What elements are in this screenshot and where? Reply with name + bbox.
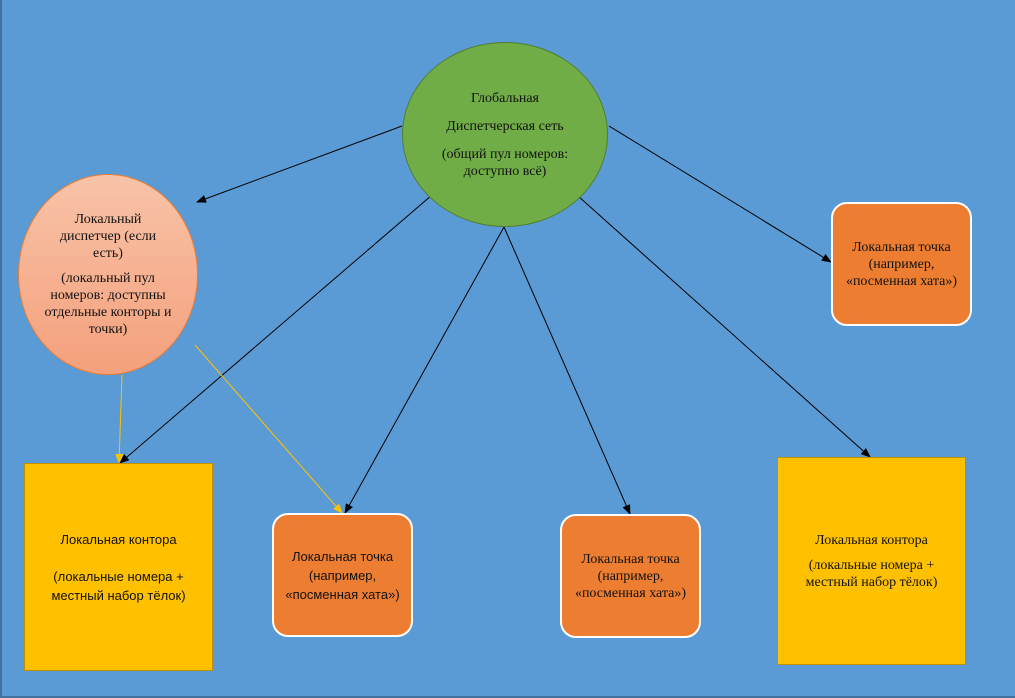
arrow-dispatcher-to-point-mid1 (194, 344, 343, 514)
local-office-node-right[interactable]: Локальная контора (локальные номера + ме… (777, 457, 966, 665)
local-office-node-left[interactable]: Локальная контора (локальные номера + ме… (24, 463, 213, 671)
local-point-node-middle-left[interactable]: Локальная точка (например, «посменная ха… (272, 513, 413, 637)
arrow-global-to-point-mid2 (503, 226, 631, 515)
local-office-title: Локальная контора (815, 532, 928, 548)
local-point-label: Локальная точка (например, «посменная ха… (845, 239, 958, 289)
arrow-dispatcher-to-office-left (115, 374, 124, 464)
local-dispatcher-title: Локальный диспетчер (если есть) (59, 212, 157, 261)
global-node-description: (общий пул номеров: доступно всё) (441, 146, 569, 179)
local-dispatcher-description: (локальный пул номеров: доступны отдельн… (44, 271, 172, 337)
local-office-description: (локальные номера + местный набор тёлок) (805, 557, 938, 590)
global-dispatch-network-node[interactable]: Глобальная Диспетчерская сеть (общий пул… (402, 42, 608, 227)
global-node-subtitle: Диспетчерская сеть (446, 118, 564, 134)
local-dispatcher-node[interactable]: Локальный диспетчер (если есть) (локальн… (18, 174, 198, 375)
local-point-label: Локальная точка (например, «посменная ха… (574, 551, 687, 601)
local-point-node-middle-right[interactable]: Локальная точка (например, «посменная ха… (560, 514, 701, 638)
arrow-global-to-office-right (577, 195, 871, 458)
local-point-node-right[interactable]: Локальная точка (например, «посменная ха… (831, 202, 972, 326)
arrow-global-to-point-mid1 (344, 226, 505, 514)
local-office-description: (локальные номера + местный набор тёлок) (51, 568, 186, 603)
arrow-global-to-point-right (608, 125, 832, 263)
local-point-label: Локальная точка (например, «посменная ха… (285, 548, 400, 602)
global-node-title: Глобальная (470, 90, 539, 106)
local-office-title: Локальная контора (60, 531, 177, 547)
arrow-global-to-local-dispatcher (196, 125, 403, 203)
